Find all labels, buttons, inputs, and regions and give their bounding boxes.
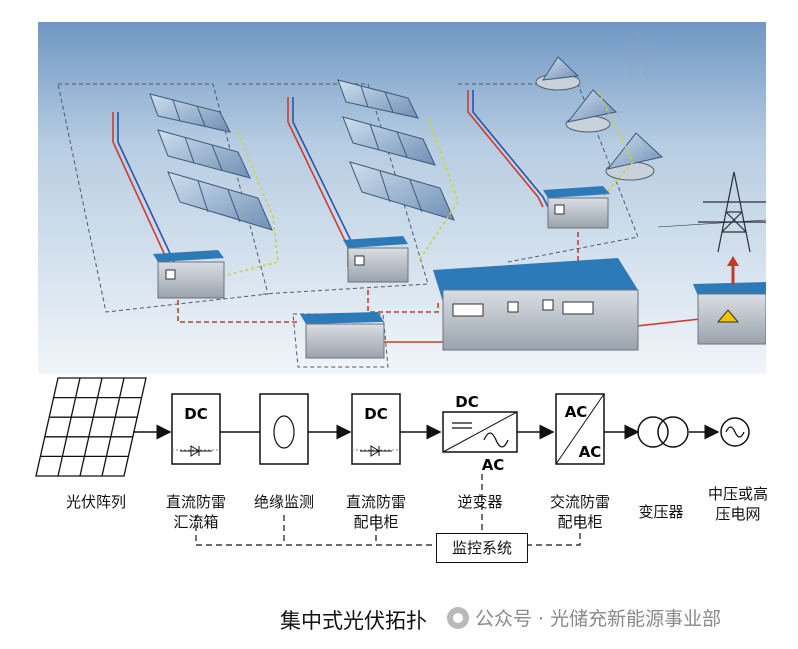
inverter-label: 逆变器 <box>457 493 503 511</box>
wechat-icon <box>447 606 469 629</box>
ac-label-bottom: AC <box>579 443 602 461</box>
combiner-box-4 <box>300 312 385 359</box>
grid-building <box>693 256 766 345</box>
diode-icon <box>360 445 392 457</box>
dc-combiner-box: DC <box>171 393 221 465</box>
diode-icon <box>180 445 212 457</box>
figure-caption: 集中式光伏拓扑 <box>280 609 427 633</box>
watermark-text: 公众号 · 光储充新能源事业部 <box>475 608 722 630</box>
ac-wave-icon <box>483 432 509 448</box>
monitoring-system-box: 监控系统 <box>436 533 528 563</box>
pv-plant-scene <box>38 22 766 374</box>
transformer-label: 变压器 <box>638 503 684 521</box>
sensor-ring-icon <box>273 415 295 449</box>
inverter-station <box>433 258 639 351</box>
pv-array-label: 光伏阵列 <box>65 493 126 511</box>
insulation-monitor <box>259 393 309 465</box>
watermark: 公众号 · 光储充新能源事业部 <box>447 604 721 631</box>
signal-wiring <box>207 91 634 281</box>
tracker-units <box>535 56 664 181</box>
dc-label-1: DC <box>184 405 207 423</box>
transformer-icon <box>637 416 689 448</box>
ac-cabinet-label: 交流防雷 配电柜 <box>549 493 610 531</box>
ac-distribution-cabinet: AC AC <box>555 393 605 465</box>
background-tower <box>618 31 658 83</box>
dc-symbol-icon <box>452 422 472 429</box>
inverter-ac-label: AC <box>482 456 505 474</box>
dc-cabinet-label: 直流防雷 配电柜 <box>345 493 406 531</box>
inverter: DC AC <box>442 393 518 474</box>
grid-label: 中压或高 压电网 <box>707 485 768 523</box>
pv-array-icon <box>35 377 147 477</box>
panel-cluster-1 <box>149 93 273 231</box>
monitoring-links <box>195 474 581 546</box>
dc-label-2: DC <box>364 405 387 423</box>
grid-source-icon <box>720 417 750 447</box>
combiner-box-2 <box>343 236 409 283</box>
combiner-box-1 <box>153 250 225 299</box>
insulation-label: 绝缘监测 <box>253 493 314 511</box>
combiner-box-3 <box>543 186 610 229</box>
transmission-tower <box>657 171 766 253</box>
ac-label-top: AC <box>565 403 588 421</box>
dc-distribution-cabinet: DC <box>351 393 401 465</box>
pv-plant-illustration <box>38 22 766 374</box>
panel-cluster-2 <box>337 79 455 221</box>
topology-diagram: DC DC DC AC AC AC <box>35 377 750 546</box>
dc-combiner-label: 直流防雷 汇流箱 <box>165 493 226 531</box>
inverter-dc-label: DC <box>455 393 478 411</box>
